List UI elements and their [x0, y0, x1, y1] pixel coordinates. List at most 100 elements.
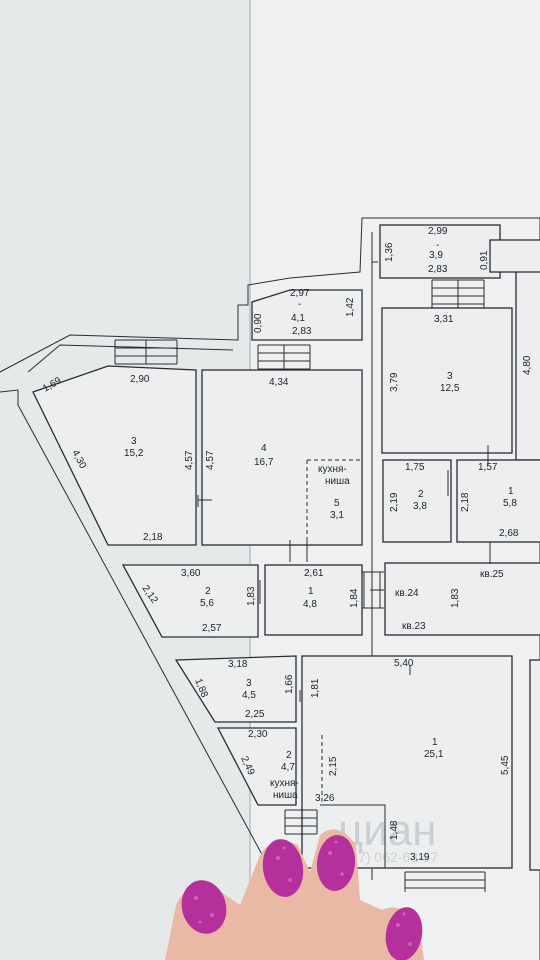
room-number: 5 — [334, 498, 340, 509]
nail-3 — [316, 835, 356, 891]
room-area: 3,8 — [413, 501, 427, 512]
dim-label: 2,97 — [290, 288, 310, 299]
dim-label: 2,83 — [292, 326, 312, 337]
stairs-entry — [404, 871, 486, 892]
room-15-2 — [32, 365, 197, 546]
room-number: 1 — [508, 486, 514, 497]
dim-label: 5,40 — [394, 658, 414, 669]
room-number: 2 — [418, 489, 424, 500]
room-12-5 — [381, 307, 513, 454]
room-area: 4,7 — [281, 762, 295, 773]
dim-label: 3,9 — [429, 250, 443, 261]
dim-label: 4,57 — [184, 450, 195, 470]
dim-label: 2,19 — [389, 492, 400, 512]
room-number: 2 — [205, 586, 211, 597]
dim-label: 1,83 — [246, 586, 257, 606]
dim-label: 0,90 — [253, 313, 264, 333]
dim-label: 3,19 — [410, 852, 430, 863]
dim-label: 1,57 — [478, 462, 498, 473]
room-area: 3,1 — [330, 510, 344, 521]
kitchen-label: ниша — [273, 790, 298, 801]
dim-label: 2,57 — [202, 623, 222, 634]
room-area: 16,7 — [254, 457, 274, 468]
dim-label: 1,83 — [450, 588, 461, 608]
room-number: 1 — [308, 586, 314, 597]
dim-label: 4,80 — [522, 355, 533, 375]
dim-label: 2,68 — [499, 528, 519, 539]
dim-label: 2,18 — [460, 492, 471, 512]
dim-label: 2,61 — [304, 568, 324, 579]
dim-label: 1,81 — [310, 678, 321, 698]
stairs-4-1 — [257, 344, 311, 370]
dim-label: - — [298, 299, 301, 310]
room-area: 12,5 — [440, 383, 460, 394]
room-number: 4 — [261, 443, 267, 454]
room-4-8 — [264, 564, 363, 636]
stairs-bottom — [284, 809, 318, 835]
dim-label: 0,91 — [479, 250, 490, 270]
dim-label: 2,30 — [248, 729, 268, 740]
room-5-8 — [456, 459, 540, 543]
dim-label: 3,26 — [315, 793, 335, 804]
stairs-left — [114, 339, 178, 365]
corridor-bottom — [320, 804, 386, 868]
nail-4 — [385, 907, 423, 960]
room-area: 4,5 — [242, 690, 256, 701]
door-ticks — [197, 445, 491, 702]
dim-label: 3,79 — [389, 372, 400, 392]
room-area: 5,6 — [200, 598, 214, 609]
dim-label: 1,36 — [384, 242, 395, 262]
kitchen-label: кухня- — [318, 464, 347, 475]
dim-label: 3,31 — [434, 314, 454, 325]
room-area: 4,8 — [303, 599, 317, 610]
dim-label: 1,66 — [284, 674, 295, 694]
room-number: 3 — [131, 436, 137, 447]
apartment-label: кв.25 — [480, 569, 504, 580]
dim-label: 2,18 — [143, 532, 163, 543]
room-number: 1 — [432, 737, 438, 748]
room-3-9 — [379, 224, 501, 279]
stairs-top — [431, 279, 485, 308]
dim-label: 2,83 — [428, 264, 448, 275]
room-4-5 — [174, 655, 297, 723]
dim-label: 4,34 — [269, 377, 289, 388]
dim-label: 1,75 — [405, 462, 425, 473]
room-number: 3 — [246, 678, 252, 689]
room-4-7 — [216, 727, 297, 806]
apartment-label: кв.24 — [395, 588, 419, 599]
dim-label: 2,99 — [428, 226, 448, 237]
kitchen-niche-outline — [306, 459, 362, 545]
dim-label: 3,18 — [228, 659, 248, 670]
dim-label: 2,90 — [130, 374, 150, 385]
room-number: 3 — [447, 371, 453, 382]
dim-label: 1,84 — [349, 588, 360, 608]
kitchen-label: ниша — [325, 476, 350, 487]
room-4-1 — [251, 289, 363, 341]
hand-skin — [165, 829, 424, 960]
room-5-6 — [121, 564, 259, 638]
dim-label: 2,25 — [245, 709, 265, 720]
hand-photo — [165, 829, 424, 960]
top-right-edge — [489, 239, 540, 273]
room-area: 25,1 — [424, 749, 444, 760]
dim-label: 2,15 — [328, 756, 339, 776]
room-right-edge — [529, 659, 540, 871]
room-3-8 — [382, 459, 452, 543]
nail-1 — [181, 880, 227, 934]
kitchen-label: кухня- — [270, 778, 299, 789]
dim-label: 5,45 — [500, 755, 511, 775]
dim-label: 3,60 — [181, 568, 201, 579]
dim-label: 4,57 — [205, 450, 216, 470]
room-number: 2 — [286, 750, 292, 761]
dim-label: - — [436, 240, 439, 251]
dim-label: 1,42 — [345, 297, 356, 317]
room-kv24 — [384, 562, 540, 636]
room-16-7 — [201, 369, 363, 546]
dim-label: 4,1 — [291, 313, 305, 324]
apartment-label: кв.23 — [402, 621, 426, 632]
nail-2 — [262, 839, 304, 897]
room-area: 15,2 — [124, 448, 144, 459]
room-area: 5,8 — [503, 498, 517, 509]
right-column — [515, 269, 540, 461]
